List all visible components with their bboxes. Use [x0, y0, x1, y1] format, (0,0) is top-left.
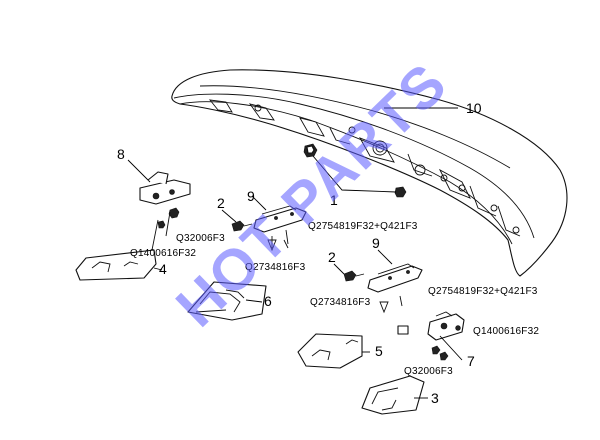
cover-part-5: [297, 333, 370, 369]
code-q32006f3-right: Q32006F3: [404, 366, 453, 377]
part-number-9-left: 9: [247, 188, 255, 204]
bracket-part-8: [127, 159, 191, 251]
code-q1400616f32-right: Q1400616F32: [473, 326, 539, 337]
bracket-part-7: [397, 311, 465, 361]
part-number-2-right: 2: [328, 249, 336, 265]
panel-part-6: [187, 281, 267, 321]
part-number-3: 3: [431, 390, 439, 406]
clip-part-1: [303, 143, 407, 198]
part-number-2-left: 2: [217, 195, 225, 211]
part-number-8: 8: [117, 146, 125, 162]
part-number-4: 4: [159, 261, 167, 277]
part-number-1: 1: [330, 192, 338, 208]
part-number-6: 6: [264, 293, 272, 309]
part-number-10: 10: [466, 100, 482, 116]
end-cap-part-3: [361, 375, 428, 415]
code-q32006f3-left: Q32006F3: [176, 233, 225, 244]
part-number-7: 7: [467, 353, 475, 369]
code-q2754819f32-left: Q2754819F32+Q421F3: [308, 221, 418, 232]
part-number-5: 5: [375, 343, 383, 359]
bolt-part-2-right: [333, 263, 365, 282]
code-q2734816f3-right: Q2734816F3: [310, 297, 371, 308]
spoiler-part-10: [171, 69, 568, 277]
cover-part-4: [75, 249, 163, 281]
code-q2734816f3-left: Q2734816F3: [245, 262, 306, 273]
code-q2754819f32-right: Q2754819F32+Q421F3: [428, 286, 538, 297]
code-q1400616f32-left: Q1400616F32: [130, 248, 196, 259]
hinge-part-9-right: [367, 249, 423, 314]
hinge-part-9-left: [251, 195, 307, 252]
part-number-9-right: 9: [372, 235, 380, 251]
bolt-part-2-left: [221, 209, 253, 232]
